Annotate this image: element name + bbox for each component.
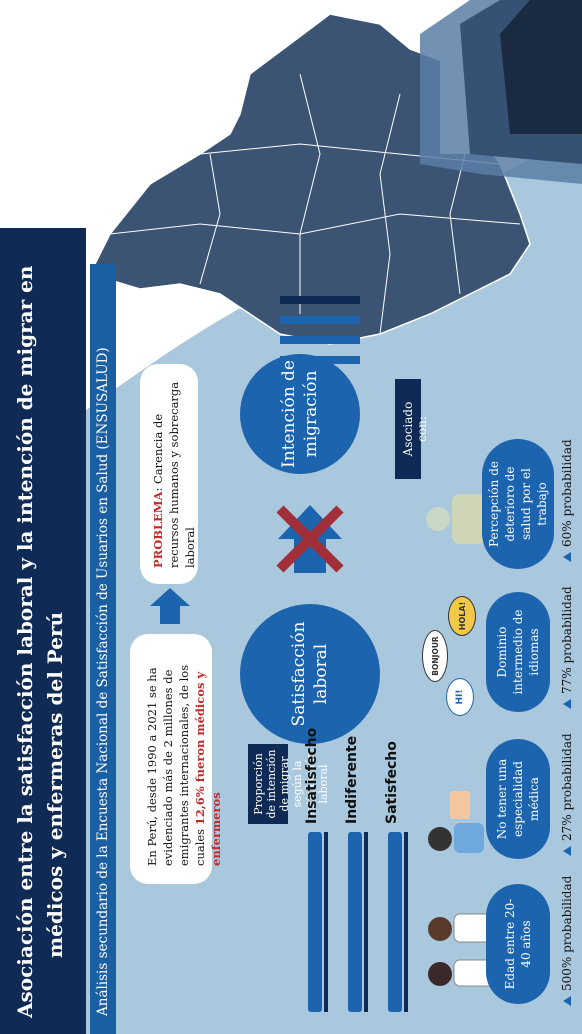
row-label-indiferente: Indiferente bbox=[344, 735, 360, 824]
factor-age: Edad entre 20-40 años bbox=[486, 884, 550, 1004]
factor-health-text: Percepción de deterioro de salud por el … bbox=[487, 461, 549, 547]
arrow-right-icon bbox=[150, 588, 190, 624]
arrow-up-icon bbox=[563, 552, 571, 562]
title-line-1: Asociación entre la satisfacción laboral… bbox=[13, 265, 37, 1018]
title-band: Asociación entre la satisfacción laboral… bbox=[0, 228, 86, 1034]
doctor-illustration bbox=[428, 791, 484, 853]
proportion-chart: Insatisfecho Indiferente Satisfecho bbox=[300, 728, 420, 1012]
factor-specialty-text: No tener una especialidad médica bbox=[495, 758, 541, 840]
doctors-illustration bbox=[428, 913, 495, 987]
bubble-hola: HOLA! bbox=[448, 596, 476, 636]
problem-label: PROBLEMA bbox=[151, 491, 165, 568]
migrant-crowd bbox=[420, 0, 582, 184]
factor-specialty: No tener una especialidad médica bbox=[486, 739, 550, 859]
factor-age-text: Edad entre 20-40 años bbox=[503, 898, 533, 990]
associated-label-box: Asociado con: bbox=[395, 379, 429, 479]
people-icons bbox=[308, 832, 408, 1012]
factor-languages-text: Dominio intermedio de idiomas bbox=[495, 609, 541, 695]
relation-cross-icon bbox=[276, 505, 344, 573]
arrow-up-icon bbox=[563, 699, 571, 709]
title-line-2: médicos y enfermeras del Perú bbox=[43, 611, 67, 958]
tired-worker-illustration bbox=[426, 494, 486, 544]
bubble-bonjour: BONJOUR bbox=[422, 630, 448, 682]
migration-label: Intención de migración bbox=[279, 360, 321, 468]
prob-health: 60% probabilidad bbox=[560, 439, 574, 562]
row-insatisfecho-people bbox=[308, 832, 328, 1012]
language-bubbles: HI! BONJOUR HOLA! bbox=[420, 596, 490, 716]
prob-specialty: 27% probabilidad bbox=[560, 733, 574, 856]
problem-card: PROBLEMA: Carencia de recursos humanos y… bbox=[140, 364, 198, 584]
migration-circle: Intención de migración bbox=[240, 354, 360, 474]
context-card: En Perú, desde 1990 a 2021 se ha evidenc… bbox=[130, 634, 223, 884]
proportion-title-box: Proporción de intención de migrar según … bbox=[248, 744, 330, 824]
subtitle-band: Análisis secundario de la Encuesta Nacio… bbox=[90, 264, 116, 1034]
row-label-satisfecho: Satisfecho bbox=[384, 741, 400, 824]
prob-health-text: 60% probabilidad bbox=[560, 439, 574, 547]
bubble-hi: HI! bbox=[446, 678, 474, 716]
prob-languages: 77% probabilidad bbox=[560, 586, 574, 709]
row-indiferente-people bbox=[348, 832, 368, 1012]
row-label-insatisfecho: Insatisfecho bbox=[304, 727, 320, 824]
satisfaction-label: Satisfacción laboral bbox=[289, 621, 331, 727]
arrow-up-icon bbox=[563, 996, 571, 1006]
satisfaction-circle: Satisfacción laboral bbox=[240, 604, 380, 744]
row-satisfecho-people bbox=[388, 832, 408, 1012]
prob-specialty-text: 27% probabilidad bbox=[560, 733, 574, 841]
prob-age: 500% probabilidad bbox=[560, 876, 574, 1006]
arrow-up-icon bbox=[563, 846, 571, 856]
factor-languages: Dominio intermedio de idiomas bbox=[486, 592, 550, 712]
factor-health: Percepción de deterioro de salud por el … bbox=[482, 439, 554, 569]
map-regions bbox=[109, 73, 521, 335]
prob-languages-text: 77% probabilidad bbox=[560, 586, 574, 694]
prob-age-text: 500% probabilidad bbox=[560, 875, 574, 991]
